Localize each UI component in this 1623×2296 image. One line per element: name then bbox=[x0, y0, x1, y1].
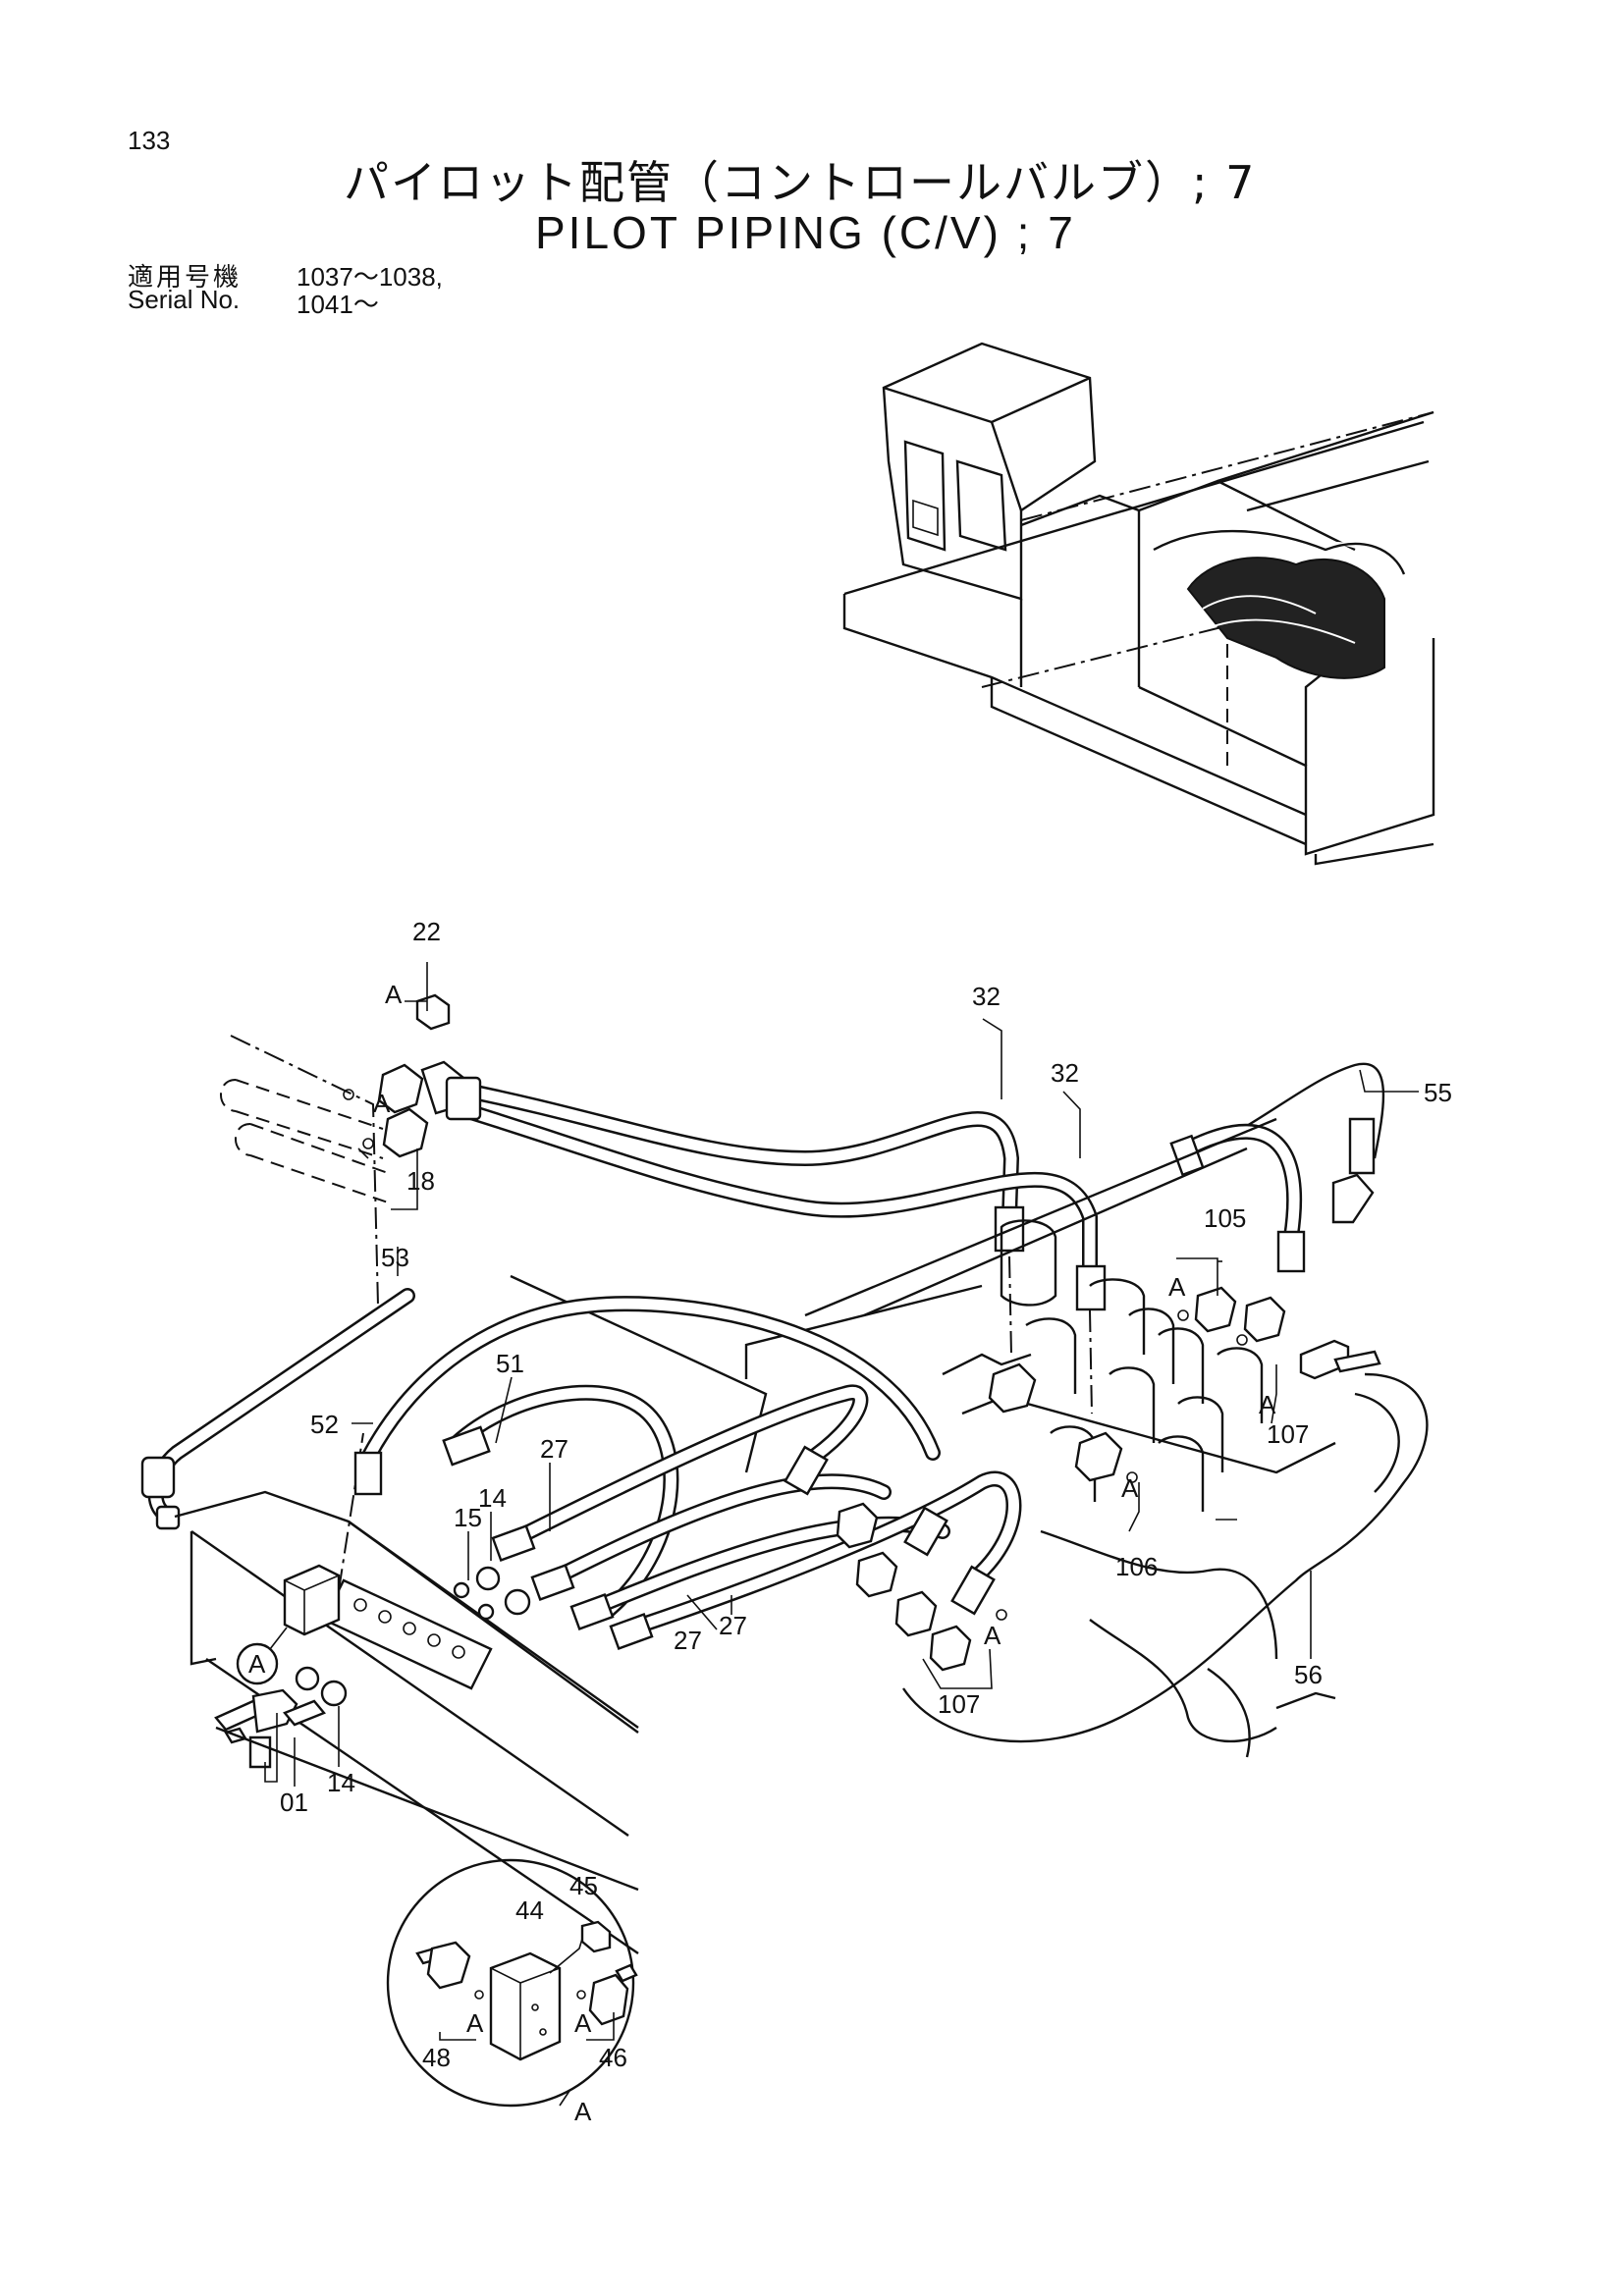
hose-56 bbox=[902, 1372, 1429, 1743]
leader-lines bbox=[294, 1018, 1419, 1787]
tube-53 bbox=[140, 1288, 415, 1530]
callout-01: 01 bbox=[280, 1788, 308, 1817]
page-title-english: PILOT PIPING (C/V) ; 7 bbox=[535, 207, 1076, 258]
callout-22: 22 bbox=[412, 917, 441, 946]
callout-a-105: A bbox=[1168, 1272, 1186, 1302]
callout-44: 44 bbox=[515, 1896, 544, 1925]
callout-circle-a bbox=[236, 1627, 288, 1685]
serial-label-japanese: 適用号機 bbox=[128, 263, 243, 293]
hose-55 bbox=[1169, 1062, 1385, 1273]
callout-106: 106 bbox=[1115, 1552, 1158, 1581]
callout-a-top-1: A bbox=[385, 980, 403, 1009]
top-left-fittings bbox=[220, 962, 465, 1307]
callout-a-circle: A bbox=[248, 1649, 266, 1679]
callout-52: 52 bbox=[310, 1410, 339, 1439]
callout-a-valve-3: A bbox=[984, 1621, 1001, 1650]
callout-46: 46 bbox=[599, 2043, 627, 2072]
machine-overview-illustration bbox=[842, 342, 1435, 866]
callout-a-detail-bottom: A bbox=[574, 2097, 592, 2126]
page-number: 133 bbox=[128, 126, 171, 155]
callout-53: 53 bbox=[381, 1243, 409, 1272]
hoses-51-52-27 bbox=[353, 1296, 1022, 1650]
serial-range-line-1: 1037～1038, bbox=[297, 262, 443, 292]
control-valve-block bbox=[836, 1219, 1381, 1758]
callout-27-c: 27 bbox=[719, 1611, 747, 1640]
callout-a-valve-2: A bbox=[1121, 1473, 1139, 1503]
callout-27-a: 27 bbox=[540, 1434, 568, 1464]
callout-a-detail-1: A bbox=[466, 2008, 484, 2038]
page-title-japanese: パイロット配管（コントロールバルブ）; 7 bbox=[344, 156, 1257, 209]
callout-56: 56 bbox=[1294, 1660, 1323, 1689]
hoses-32 bbox=[445, 1076, 1107, 1415]
callout-107-b: 107 bbox=[938, 1689, 980, 1719]
frame-structure bbox=[174, 1117, 1277, 1954]
serial-label-english: Serial No. bbox=[128, 285, 241, 314]
callout-a-detail-2: A bbox=[574, 2008, 592, 2038]
callout-32-a: 32 bbox=[972, 982, 1001, 1011]
serial-range-line-2: 1041～ bbox=[297, 290, 379, 319]
callout-a-top-2: A bbox=[373, 1089, 391, 1118]
callout-labels: 22 A A 18 32 32 55 53 105 A 51 52 27 14 … bbox=[248, 917, 1452, 2126]
callout-14-b: 14 bbox=[327, 1768, 355, 1797]
callout-51: 51 bbox=[496, 1349, 524, 1378]
callout-27-b: 27 bbox=[674, 1626, 702, 1655]
callout-105: 105 bbox=[1204, 1203, 1246, 1233]
callout-a-valve-1: A bbox=[1259, 1390, 1276, 1419]
callout-107-a: 107 bbox=[1267, 1419, 1309, 1449]
callout-14-a: 14 bbox=[478, 1483, 507, 1513]
callout-32-b: 32 bbox=[1051, 1058, 1079, 1088]
bottom-left-fittings bbox=[214, 1666, 348, 1783]
callout-48: 48 bbox=[422, 2043, 451, 2072]
callout-45: 45 bbox=[569, 1871, 598, 1900]
detail-view-a bbox=[215, 1726, 639, 2108]
callout-18: 18 bbox=[406, 1166, 435, 1196]
callout-15: 15 bbox=[454, 1503, 482, 1532]
callout-55: 55 bbox=[1424, 1078, 1452, 1107]
